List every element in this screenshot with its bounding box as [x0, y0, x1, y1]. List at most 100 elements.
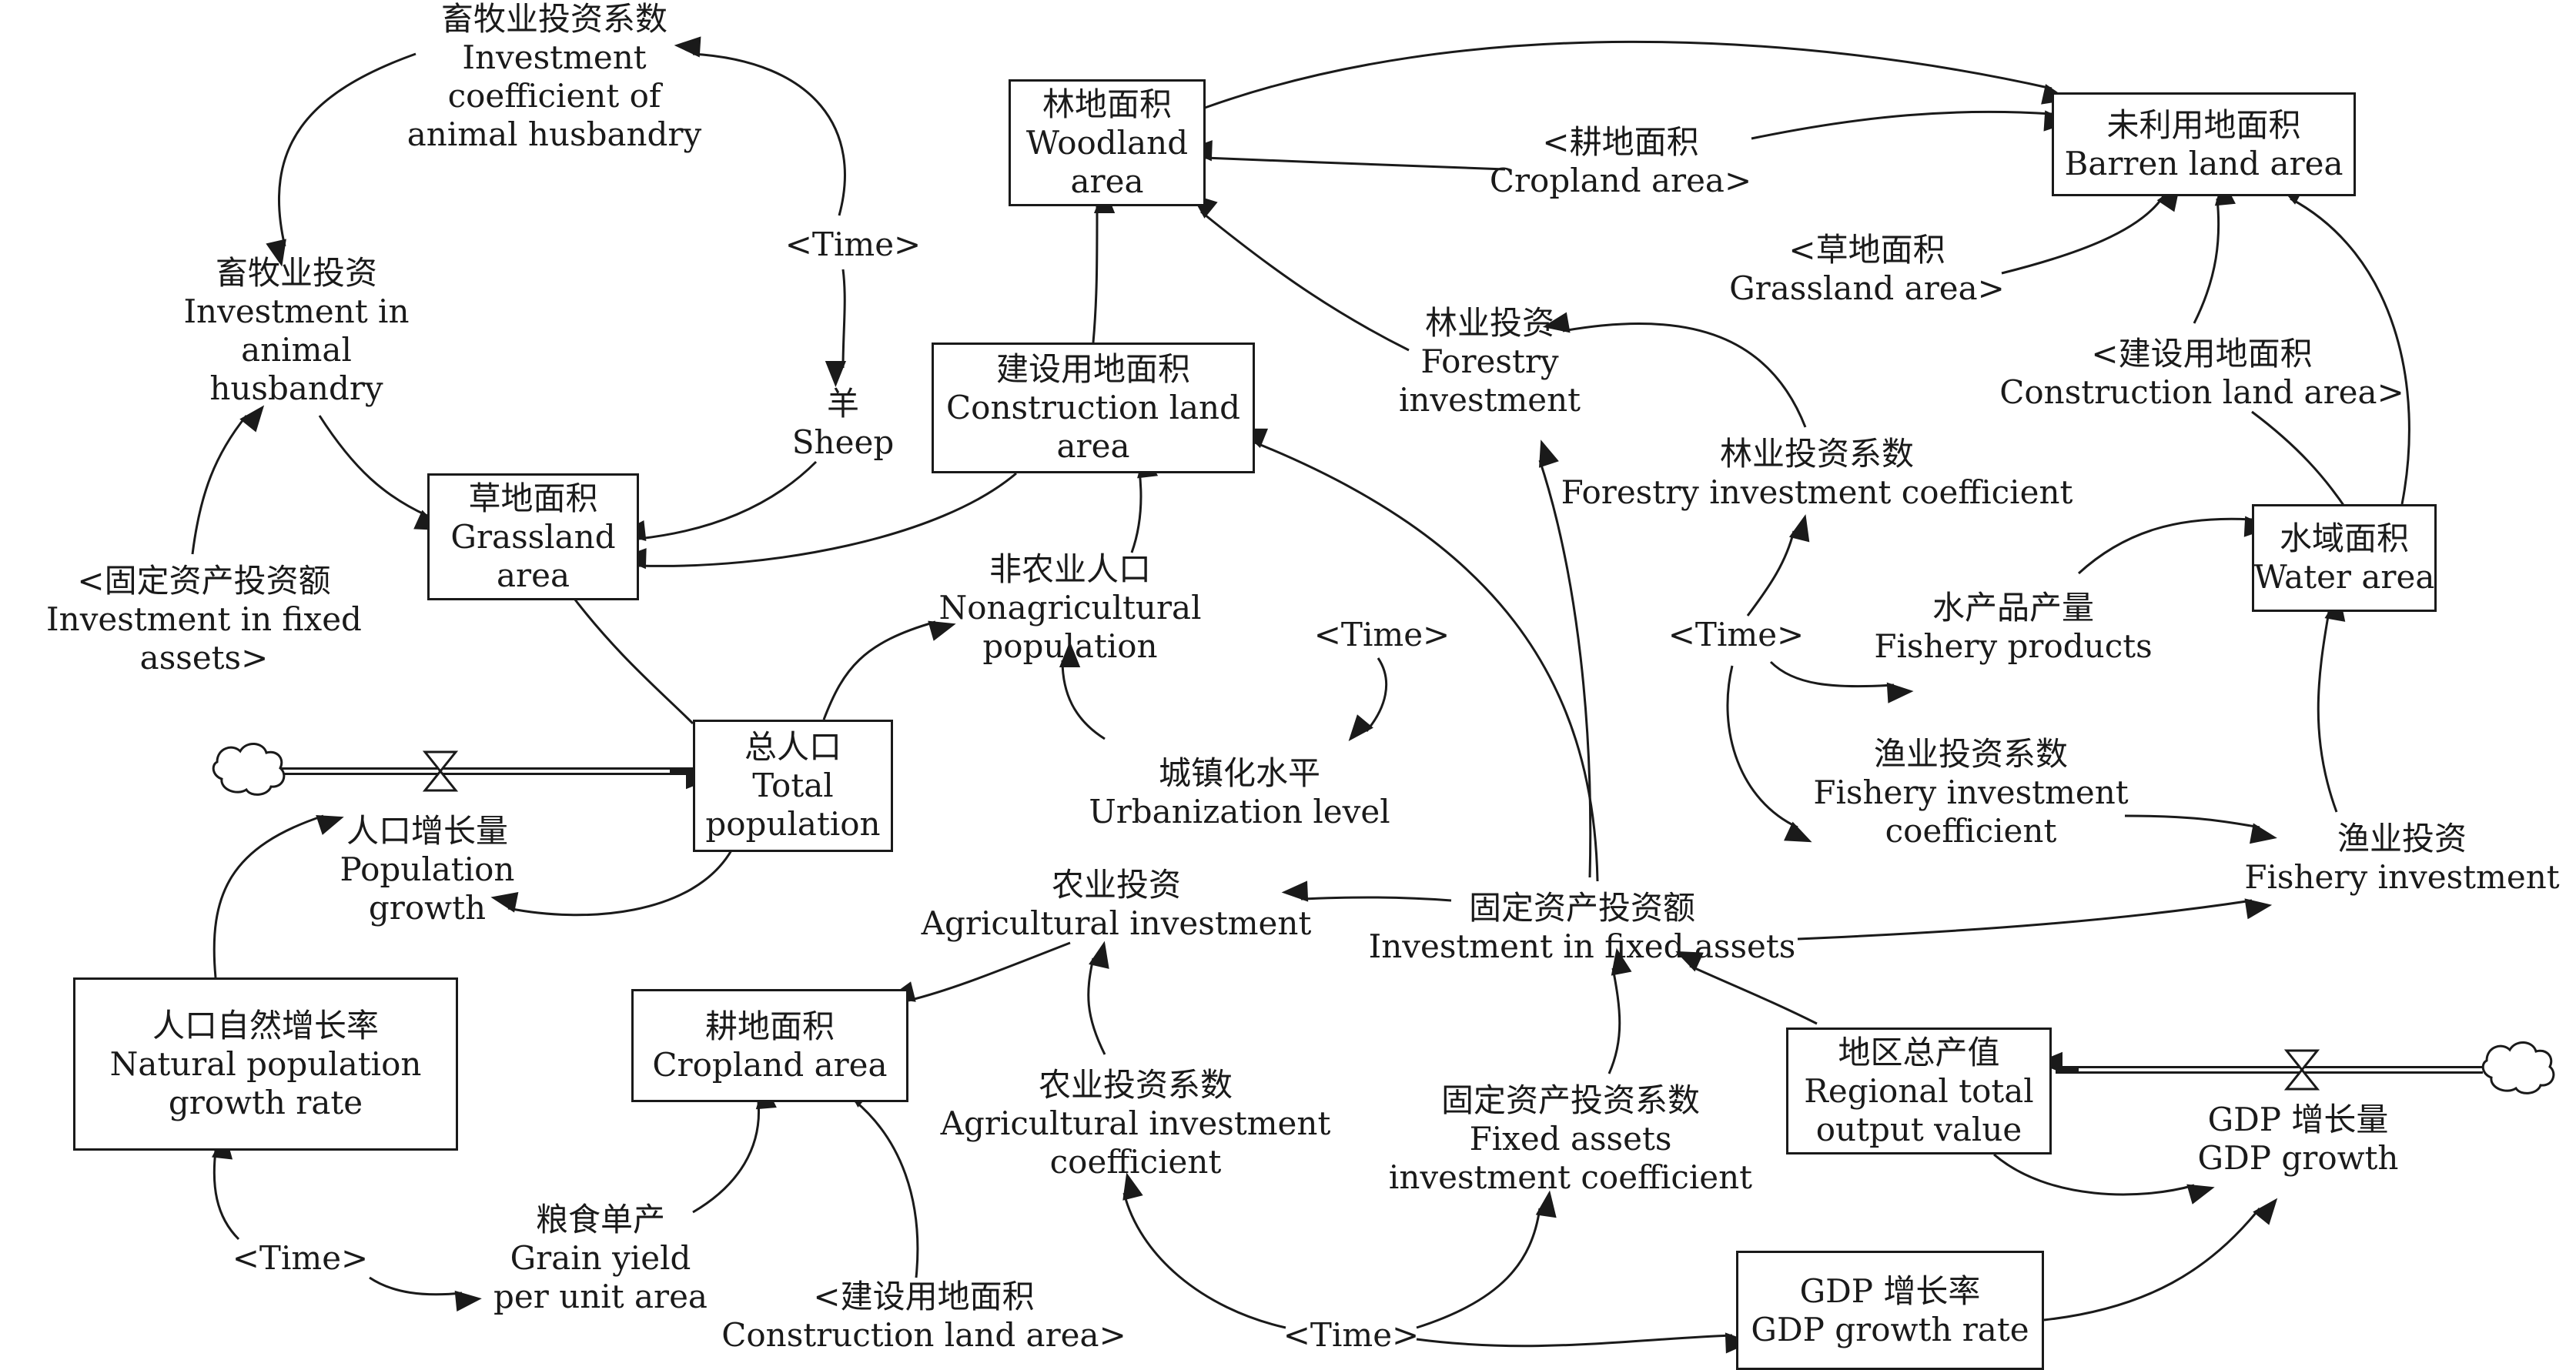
stock-barren-en-1: Barren land area [2064, 144, 2343, 182]
stock-output-zh: 地区总产值 [1838, 1033, 2000, 1071]
var-agcoeff-zh: 农业投资系数 [1038, 1066, 1233, 1104]
var-ahinvest-zh: 畜牧业投资 [215, 254, 378, 292]
var-fishery-investment: 渔业投资 Fishery investment [2244, 820, 2559, 897]
arrow-croplandshadow-to-woodland [1186, 140, 1506, 171]
arrow-fa-to-fishery [1797, 898, 2273, 941]
arrow-timeg-to-grain [369, 1276, 482, 1312]
arrow-output-to-fa [1675, 951, 1818, 1025]
arrow-gdprate-to-gdpgrowth [2043, 1198, 2278, 1322]
arrow-timeb-to-gdprate [1416, 1332, 1752, 1354]
var-animal-husbandry-investment: 畜牧业投资 Investment in animal husbandry [183, 254, 409, 408]
var-fashadow-zh: <固定资产投资额 [77, 562, 331, 600]
stock-construction-zh: 建设用地面积 [995, 350, 1190, 388]
var-agricultural-investment-coefficient: 农业投资系数 Agricultural investment coefficie… [941, 1066, 1331, 1181]
var-fishery-investment-coefficient: 渔业投资系数 Fishery investment coefficient [1813, 735, 2128, 850]
arrow-forestrycoeff-to-forestry [1542, 312, 1807, 428]
var-ahinvest-en-2: animal [241, 331, 352, 369]
arrow-water-to-barren [2277, 182, 2410, 505]
stock-woodland-en-1: Woodland [1025, 123, 1189, 162]
var-popgrowth-en-2: growth [368, 889, 487, 927]
var-time-sheep: <Time> [785, 226, 922, 264]
var-croplandshadow-en: Cropland area> [1489, 162, 1752, 199]
arrow-time-to-sheep [825, 269, 847, 387]
stock-water-area: 水域面积 Water area [2252, 504, 2437, 612]
arrow-woodland-to-barren [1204, 40, 2069, 109]
var-animal-husbandry-coefficient: 畜牧业投资系数 Investment coefficient of animal… [407, 0, 702, 154]
stock-regional-total-output-value: 地区总产值 Regional total output value [1786, 1028, 2052, 1154]
var-agcoeff-en-2: coefficient [1049, 1143, 1222, 1181]
var-forestry-en-2: investment [1398, 381, 1581, 419]
var-time-right: <Time> [1668, 616, 1805, 654]
arrow-timeg-to-natrate [212, 1132, 240, 1241]
var-urban-en: Urbanization level [1089, 793, 1390, 830]
var-croplandshadow-zh: <耕地面积 [1542, 123, 1699, 161]
stock-cropland-en-1: Cropland area [652, 1045, 888, 1084]
arrow-timer-to-forestrycoeff [1746, 514, 1810, 616]
var-agricultural-investment: 农业投资 Agricultural investment [922, 866, 1312, 943]
arrow-aginvest-to-cropland [888, 941, 1071, 1002]
var-nonag-en-2: population [982, 627, 1158, 665]
var-construction-land-shadow-bottom: <建设用地面积 Construction land area> [721, 1278, 1126, 1355]
arrow-fisheryprod-to-water [2077, 516, 2271, 575]
var-forestry-investment-coefficient: 林业投资系数 Forestry investment coefficient [1561, 435, 2073, 512]
var-constshadowb-zh: <建设用地面积 [813, 1278, 1035, 1315]
var-nonag-en-1: Nonagricultural [938, 589, 1202, 627]
arrow-fa-to-construction [1239, 428, 1599, 882]
var-fisheryprod-zh: 水产品产量 [1932, 589, 2095, 627]
var-forestry-zh: 林业投资 [1424, 304, 1555, 342]
stock-construction-land-area: 建设用地面积 Construction land area [932, 342, 1255, 473]
var-time-grain-en: <Time> [232, 1239, 369, 1277]
var-sheep-zh: 羊 [826, 385, 860, 423]
var-grasslandshadow-en: Grassland area> [1729, 269, 2005, 307]
stock-grassland-zh: 草地面积 [468, 479, 598, 517]
var-aginvest-zh: 农业投资 [1051, 866, 1182, 904]
var-fixed-assets-shadow: <固定资产投资额 Investment in fixed assets> [46, 562, 362, 677]
var-popgrowth-zh: 人口增长量 [346, 812, 508, 850]
var-facoeff-en-1: Fixed assets [1469, 1120, 1672, 1158]
var-fa-zh: 固定资产投资额 [1468, 889, 1695, 927]
arrow-constshadow-to-water [2251, 410, 2353, 533]
arrow-timeb-to-agcoeff [1122, 1172, 1286, 1329]
var-fashadow-en-1: Investment in fixed [46, 600, 362, 638]
gdp-valve-icon [2283, 1049, 2320, 1091]
stock-barren-land-area: 未利用地面积 Barren land area [2052, 92, 2356, 196]
stock-water-zh: 水域面积 [2279, 520, 2409, 557]
var-nonagricultural-population: 非农业人口 Nonagricultural population [938, 550, 1201, 666]
stock-output-en-2: output value [1815, 1110, 2022, 1148]
var-time-right-en: <Time> [1668, 616, 1805, 653]
arrow-timeb-to-facoeff [1416, 1190, 1557, 1329]
stock-construction-en-1: Construction land [946, 389, 1240, 426]
stock-natural-population-growth-rate: 人口自然增长率 Natural population growth rate [73, 977, 458, 1151]
stock-water-en-1: Water area [2253, 558, 2435, 596]
var-time-urbanization: <Time> [1314, 616, 1450, 654]
stock-woodland-en-2: area [1070, 162, 1144, 200]
arrow-output-to-gdpgrowth [1993, 1153, 2215, 1205]
var-urbanization-level: 城镇化水平 Urbanization level [1089, 754, 1390, 831]
arrow-time-to-ahcoeff [674, 36, 846, 216]
stock-total-population: 总人口 Total population [693, 720, 893, 852]
var-facoeff-zh: 固定资产投资系数 [1440, 1081, 1701, 1119]
arrow-timer-to-fisherycoeff [1726, 665, 1812, 843]
stock-gdp-growth-rate: GDP 增长率 GDP growth rate [1736, 1251, 2044, 1370]
var-grassland-area-shadow: <草地面积 Grassland area> [1729, 231, 2005, 308]
var-fisherycoeff-en-2: coefficient [1885, 812, 2057, 850]
arrow-fashadow-to-ahinvest [191, 405, 265, 555]
stock-barren-zh: 未利用地面积 [2106, 105, 2301, 144]
arrow-constshadow-to-barren [2193, 179, 2236, 324]
stock-natrate-en-2: growth rate [168, 1083, 363, 1121]
var-time-bottom-en: <Time> [1283, 1316, 1420, 1354]
stock-output-en-1: Regional total [1804, 1071, 2034, 1110]
arrow-pop-to-grassland [564, 573, 694, 725]
var-gdp-growth: GDP 增长量 GDP growth [2198, 1101, 2399, 1178]
var-ahinvest-en-1: Investment in [183, 292, 410, 330]
var-sheep: 羊 Sheep [792, 385, 894, 462]
arrow-forestry-to-woodland [1190, 193, 1410, 352]
var-ahcoeff-en-3: animal husbandry [406, 115, 702, 153]
var-grasslandshadow-zh: <草地面积 [1788, 231, 1945, 269]
arrow-fa-to-aginvest [1281, 880, 1452, 902]
var-time-grain: <Time> [233, 1239, 369, 1278]
stock-total-population-zh: 总人口 [744, 728, 841, 766]
stock-grassland-en-1: Grassland [450, 517, 616, 556]
stock-gdprate-en-1: GDP growth rate [1751, 1310, 2029, 1348]
